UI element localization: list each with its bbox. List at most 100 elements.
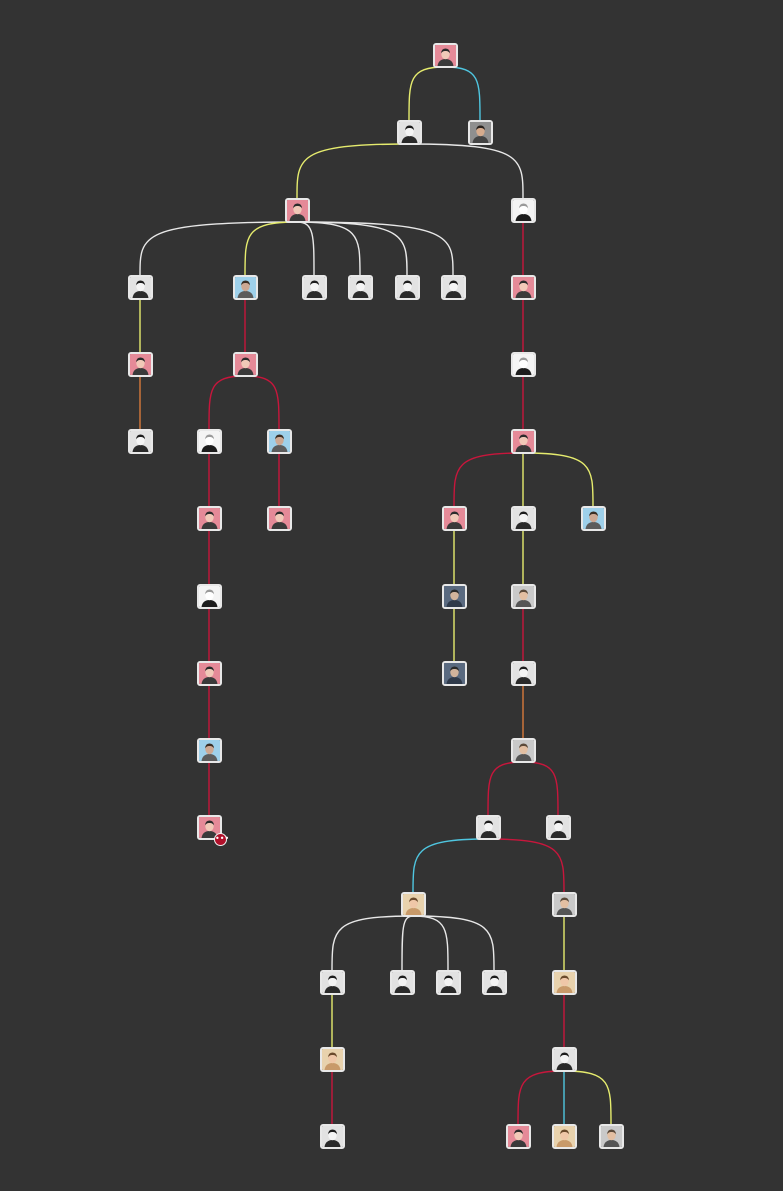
edge-n11b-n12a — [412, 838, 489, 893]
avatar-portrait-icon — [198, 585, 220, 607]
tree-node-n2b[interactable] — [467, 119, 493, 145]
tree-node-n10a[interactable] — [196, 737, 222, 763]
tree-node-n7a[interactable] — [196, 505, 222, 531]
tree-node-n4b[interactable] — [232, 274, 258, 300]
tree-node-n8a[interactable] — [196, 583, 222, 609]
avatar-portrait-icon — [321, 1125, 343, 1147]
tree-node-n4e[interactable] — [394, 274, 420, 300]
tree-node-n5c[interactable] — [510, 351, 536, 377]
tree-node-n4d[interactable] — [347, 274, 373, 300]
avatar-portrait-icon — [512, 662, 534, 684]
tree-node-n7e[interactable] — [580, 505, 606, 531]
tree-node-n9c[interactable] — [510, 660, 536, 686]
edge-n3a-n4d — [296, 221, 361, 276]
tree-node-n5b[interactable] — [232, 351, 258, 377]
tree-node-n15c[interactable] — [551, 1123, 577, 1149]
avatar-portrait-icon — [198, 739, 220, 761]
tree-node-n4f[interactable] — [440, 274, 466, 300]
avatar-portrait-icon — [553, 1048, 575, 1070]
avatar-portrait-icon — [553, 971, 575, 993]
avatar-portrait-icon — [443, 662, 465, 684]
tree-node-n5a[interactable] — [127, 351, 153, 377]
tree-node-n3a[interactable] — [284, 197, 310, 223]
tree-node-n4a[interactable] — [127, 274, 153, 300]
tree-node-n12b[interactable] — [551, 891, 577, 917]
tree-node-n4c[interactable] — [301, 274, 327, 300]
tree-node-n13d[interactable] — [481, 969, 507, 995]
avatar-portrait-icon — [512, 353, 534, 375]
edge-n3a-n4b — [244, 221, 298, 276]
tree-node-n8b[interactable] — [441, 583, 467, 609]
edge-root-n2b — [444, 66, 481, 121]
tree-node-n13c[interactable] — [435, 969, 461, 995]
edge-n14b-n15b — [517, 1070, 565, 1125]
tree-node-n6d[interactable] — [510, 428, 536, 454]
edge-n2a-n3b — [408, 143, 524, 199]
tree-node-n12a[interactable] — [400, 891, 426, 917]
avatar-portrait-icon — [512, 199, 534, 221]
edge-n2a-n3a — [296, 143, 410, 199]
avatar-portrait-icon — [268, 430, 290, 452]
avatar-portrait-icon — [129, 276, 151, 298]
avatar-portrait-icon — [443, 507, 465, 529]
tree-node-n11a[interactable] — [196, 814, 222, 840]
avatar-portrait-icon — [553, 893, 575, 915]
tree-node-n4g[interactable] — [510, 274, 536, 300]
more-dots-icon[interactable]: ••• — [214, 833, 229, 846]
avatar-portrait-icon — [321, 1048, 343, 1070]
tree-node-root[interactable] — [432, 42, 458, 68]
tree-node-n7d[interactable] — [510, 505, 536, 531]
tree-node-n14a[interactable] — [319, 1046, 345, 1072]
avatar-portrait-icon — [129, 353, 151, 375]
edge-n3a-n4c — [296, 221, 315, 276]
edge-n12a-n13a — [331, 915, 414, 971]
tree-node-n3b[interactable] — [510, 197, 536, 223]
avatar-portrait-icon — [303, 276, 325, 298]
edge-n6d-n7c — [453, 452, 524, 507]
tree-node-n8c[interactable] — [510, 583, 536, 609]
tree-node-n6c[interactable] — [266, 428, 292, 454]
edge-n3a-n4a — [139, 221, 298, 276]
tree-node-n6b[interactable] — [196, 428, 222, 454]
avatar-portrait-icon — [547, 816, 569, 838]
avatar-portrait-icon — [198, 507, 220, 529]
avatar-portrait-icon — [402, 893, 424, 915]
tree-node-n13e[interactable] — [551, 969, 577, 995]
tree-node-n13b[interactable] — [389, 969, 415, 995]
avatar-portrait-icon — [286, 199, 308, 221]
tree-node-n6a[interactable] — [127, 428, 153, 454]
tree-node-n15b[interactable] — [505, 1123, 531, 1149]
tree-node-n15d[interactable] — [598, 1123, 624, 1149]
avatar-portrait-icon — [443, 585, 465, 607]
avatar-portrait-icon — [396, 276, 418, 298]
tree-node-n13a[interactable] — [319, 969, 345, 995]
tree-node-n14b[interactable] — [551, 1046, 577, 1072]
tree-node-n11b[interactable] — [475, 814, 501, 840]
avatar-portrait-icon — [512, 430, 534, 452]
avatar-portrait-icon — [512, 276, 534, 298]
tree-node-n9b[interactable] — [441, 660, 467, 686]
edge-n3a-n4f — [296, 221, 454, 276]
tree-node-n11c[interactable] — [545, 814, 571, 840]
edge-n10b-n11c — [522, 761, 559, 816]
tree-node-n2a[interactable] — [396, 119, 422, 145]
avatar-portrait-icon — [437, 971, 459, 993]
avatar-portrait-icon — [483, 971, 505, 993]
edge-n12a-n13d — [412, 915, 495, 971]
tree-node-n15a[interactable] — [319, 1123, 345, 1149]
edge-n6d-n7e — [522, 452, 594, 507]
tree-node-n7b[interactable] — [266, 505, 292, 531]
tree-node-n7c[interactable] — [441, 505, 467, 531]
tree-node-n9a[interactable] — [196, 660, 222, 686]
avatar-portrait-icon — [512, 739, 534, 761]
edge-n14b-n15d — [563, 1070, 612, 1125]
edge-n11b-n12b — [487, 838, 565, 893]
edge-n10b-n11b — [487, 761, 524, 816]
edge-n12a-n13b — [401, 915, 414, 971]
avatar-portrait-icon — [434, 44, 456, 66]
avatar-portrait-icon — [469, 121, 491, 143]
avatar-portrait-icon — [600, 1125, 622, 1147]
tree-node-n10b[interactable] — [510, 737, 536, 763]
edge-n5b-n6b — [208, 375, 246, 430]
